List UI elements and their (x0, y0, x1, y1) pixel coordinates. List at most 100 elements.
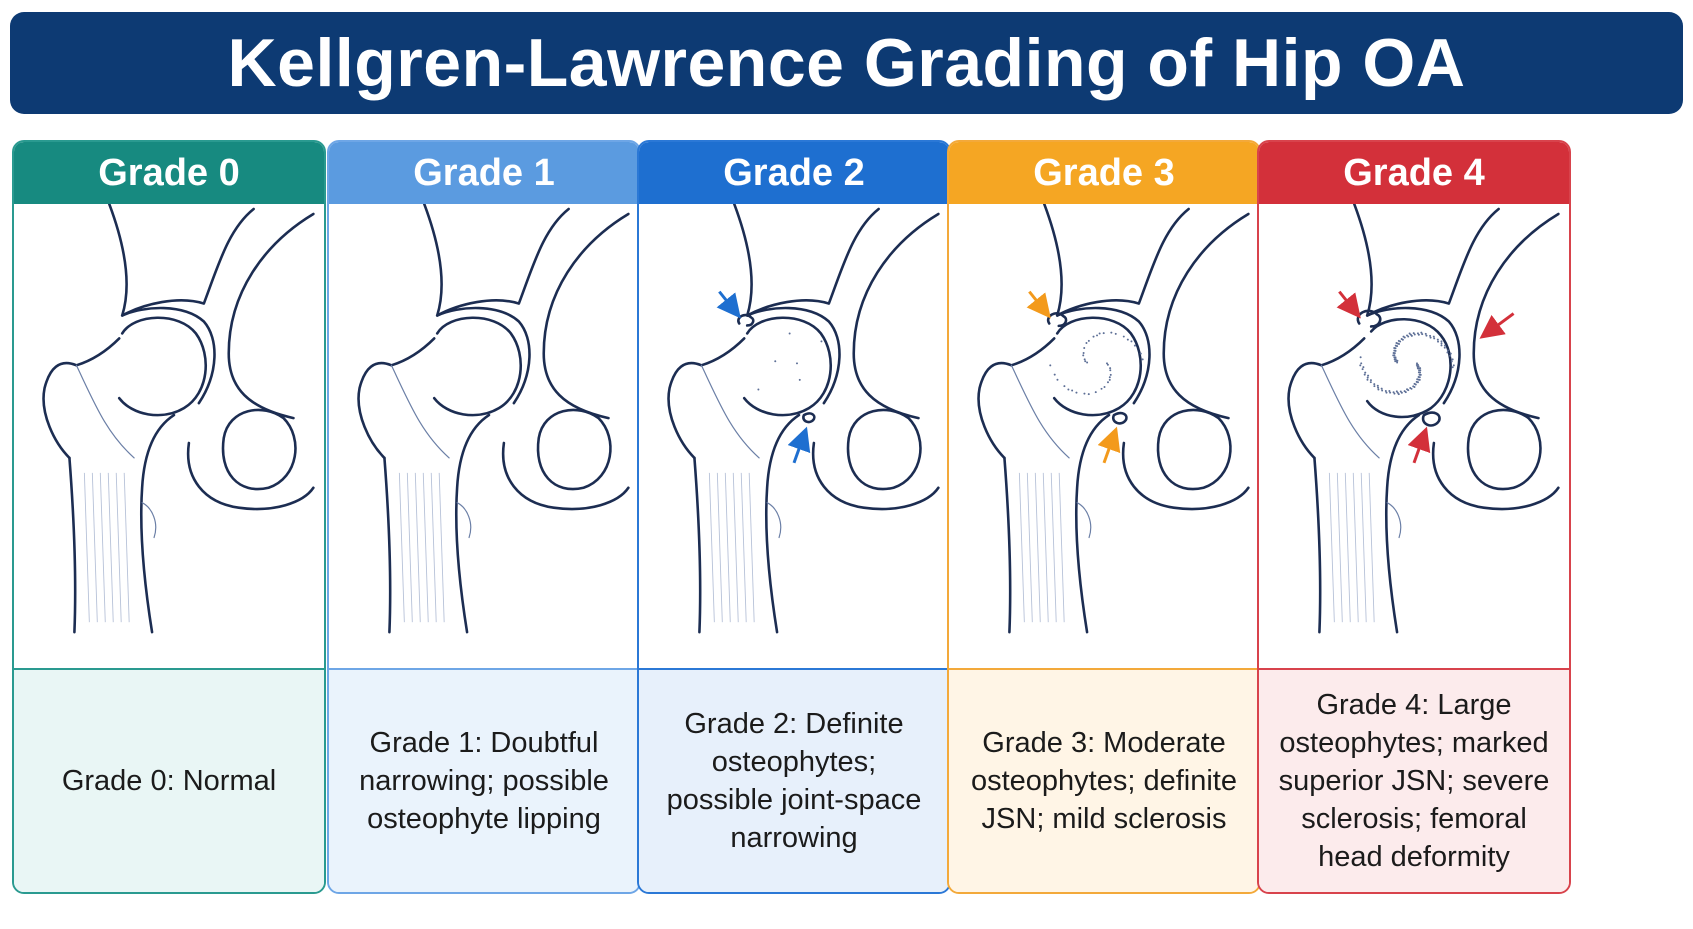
sclerosis-dot (1440, 342, 1443, 345)
sclerosis-dot (1451, 358, 1454, 361)
obturator-foramen (1466, 408, 1542, 491)
sclerosis-dot (1417, 333, 1420, 336)
sclerosis-dot (1082, 352, 1085, 355)
sclerosis-dot (1407, 335, 1410, 338)
ischium-outline (811, 441, 940, 511)
sclerosis-dot (1416, 367, 1419, 370)
osteophyte-arrow (1026, 290, 1051, 319)
ilium-outline (422, 204, 570, 317)
sclerosis-dot (1364, 371, 1367, 374)
obturator-foramen (846, 408, 922, 491)
sclerosis-dot (1092, 335, 1095, 338)
inferior-osteophyte (1111, 411, 1128, 425)
sclerosis-dot (1446, 349, 1449, 352)
sclerosis-dot (788, 332, 791, 335)
sclerosis-dot (1373, 385, 1376, 388)
femoral-shaft-lateral (693, 456, 702, 634)
sclerosis-dot (1380, 387, 1383, 390)
sclerosis-dot (1103, 386, 1106, 389)
sclerosis-dot (1403, 390, 1406, 393)
hip-joint-drawing (357, 204, 630, 634)
sclerosis-dot (1085, 342, 1088, 344)
superior-osteophyte (737, 313, 755, 327)
sclerosis-dot (1429, 334, 1432, 337)
grade-header: Grade 2 (639, 142, 949, 204)
sclerosis-dot (820, 340, 823, 343)
sclerosis-dot (1361, 368, 1364, 371)
sclerosis-dot (1102, 332, 1105, 335)
grade-description: Grade 0: Normal (61, 765, 277, 797)
femoral-neck-lower (454, 413, 491, 634)
pelvis-outer-contour (542, 212, 630, 420)
sclerosis-dot (1100, 387, 1103, 390)
sclerosis-dot (1105, 362, 1108, 365)
hip-radiograph-illustration (1259, 204, 1569, 670)
sclerosis-dot (1397, 393, 1400, 396)
sclerosis-dot (1362, 366, 1365, 369)
femoral-head (742, 316, 833, 417)
acetabular-roof (120, 306, 216, 405)
grade-description-box: Grade 0: Normal (14, 670, 324, 892)
sclerosis-dot (1416, 365, 1419, 368)
hip-radiograph-illustration (14, 204, 324, 670)
grade-description-box: Grade 3: Moderate osteophytes; definite … (949, 670, 1259, 892)
sclerosis-dot (1384, 389, 1387, 392)
lesser-trochanter (1386, 502, 1402, 539)
sclerosis-dot (1394, 356, 1397, 359)
sclerosis-dot (1389, 391, 1392, 394)
sclerosis-dot (1087, 393, 1090, 396)
sclerosis-dot (1409, 386, 1412, 389)
femoral-neck-upper (667, 337, 746, 460)
femoral-shaft-lateral (1313, 456, 1322, 634)
sclerosis-dot (1413, 382, 1416, 385)
sclerosis-dot (1440, 344, 1443, 347)
obturator-foramen (536, 408, 612, 491)
sclerosis-dot (1396, 359, 1399, 362)
osteophyte-arrow (1336, 290, 1361, 319)
femoral-neck-lower (139, 413, 176, 634)
sclerosis-dot (1139, 352, 1142, 355)
hip-joint-drawing (667, 204, 940, 634)
grade-description-box: Grade 2: Definite osteophytes; possible … (639, 670, 949, 892)
sclerosis-dot (1398, 342, 1401, 345)
sclerosis-dot (1109, 369, 1112, 372)
sclerosis-dot (1418, 373, 1421, 376)
sclerosis-dot (1084, 360, 1087, 363)
sclerosis-dot (1367, 374, 1370, 377)
sclerosis-dot (1396, 361, 1399, 364)
inferior-osteophyte (802, 412, 816, 424)
femoral-head (1365, 317, 1452, 419)
sclerosis-dot (1369, 379, 1372, 382)
sclerosis-dot (1415, 380, 1418, 383)
sclerosis-dot (1359, 356, 1362, 359)
grade-header: Grade 4 (1259, 142, 1569, 204)
sclerosis-dot (1114, 332, 1117, 335)
sclerosis-dot (1056, 378, 1059, 381)
intertrochanteric-line (1010, 364, 1070, 459)
ilium-outline (1042, 204, 1190, 317)
sclerosis-dot (1381, 389, 1384, 392)
pelvis-outer-contour (852, 212, 940, 420)
hip-joint-drawing (1287, 204, 1560, 634)
osteophyte-arrow (787, 426, 811, 464)
sclerosis-dot (1420, 331, 1423, 334)
grade-header: Grade 3 (949, 142, 1259, 204)
sclerosis-dot (1443, 346, 1446, 349)
sclerosis-dot (1388, 390, 1391, 393)
femoral-shaft-lateral (383, 456, 392, 634)
grade-description-box: Grade 4: Large osteophytes; marked super… (1259, 670, 1569, 892)
sclerosis-dot (1087, 339, 1090, 342)
sclerosis-dot (1429, 336, 1432, 339)
sclerosis-dot (1359, 364, 1362, 367)
sclerosis-dot (1394, 347, 1397, 350)
sclerosis-dot (1436, 338, 1439, 341)
femoral-neck-lower (1074, 413, 1111, 634)
sclerosis-dot (1416, 332, 1419, 335)
sclerosis-dot (1126, 338, 1129, 341)
sclerosis-dot (1451, 366, 1454, 369)
acetabular-roof (435, 306, 531, 405)
lesser-trochanter (1076, 502, 1092, 539)
lesser-trochanter (766, 502, 782, 539)
osteophyte-arrow (1479, 312, 1515, 339)
sclerosis-dot (1377, 386, 1380, 389)
